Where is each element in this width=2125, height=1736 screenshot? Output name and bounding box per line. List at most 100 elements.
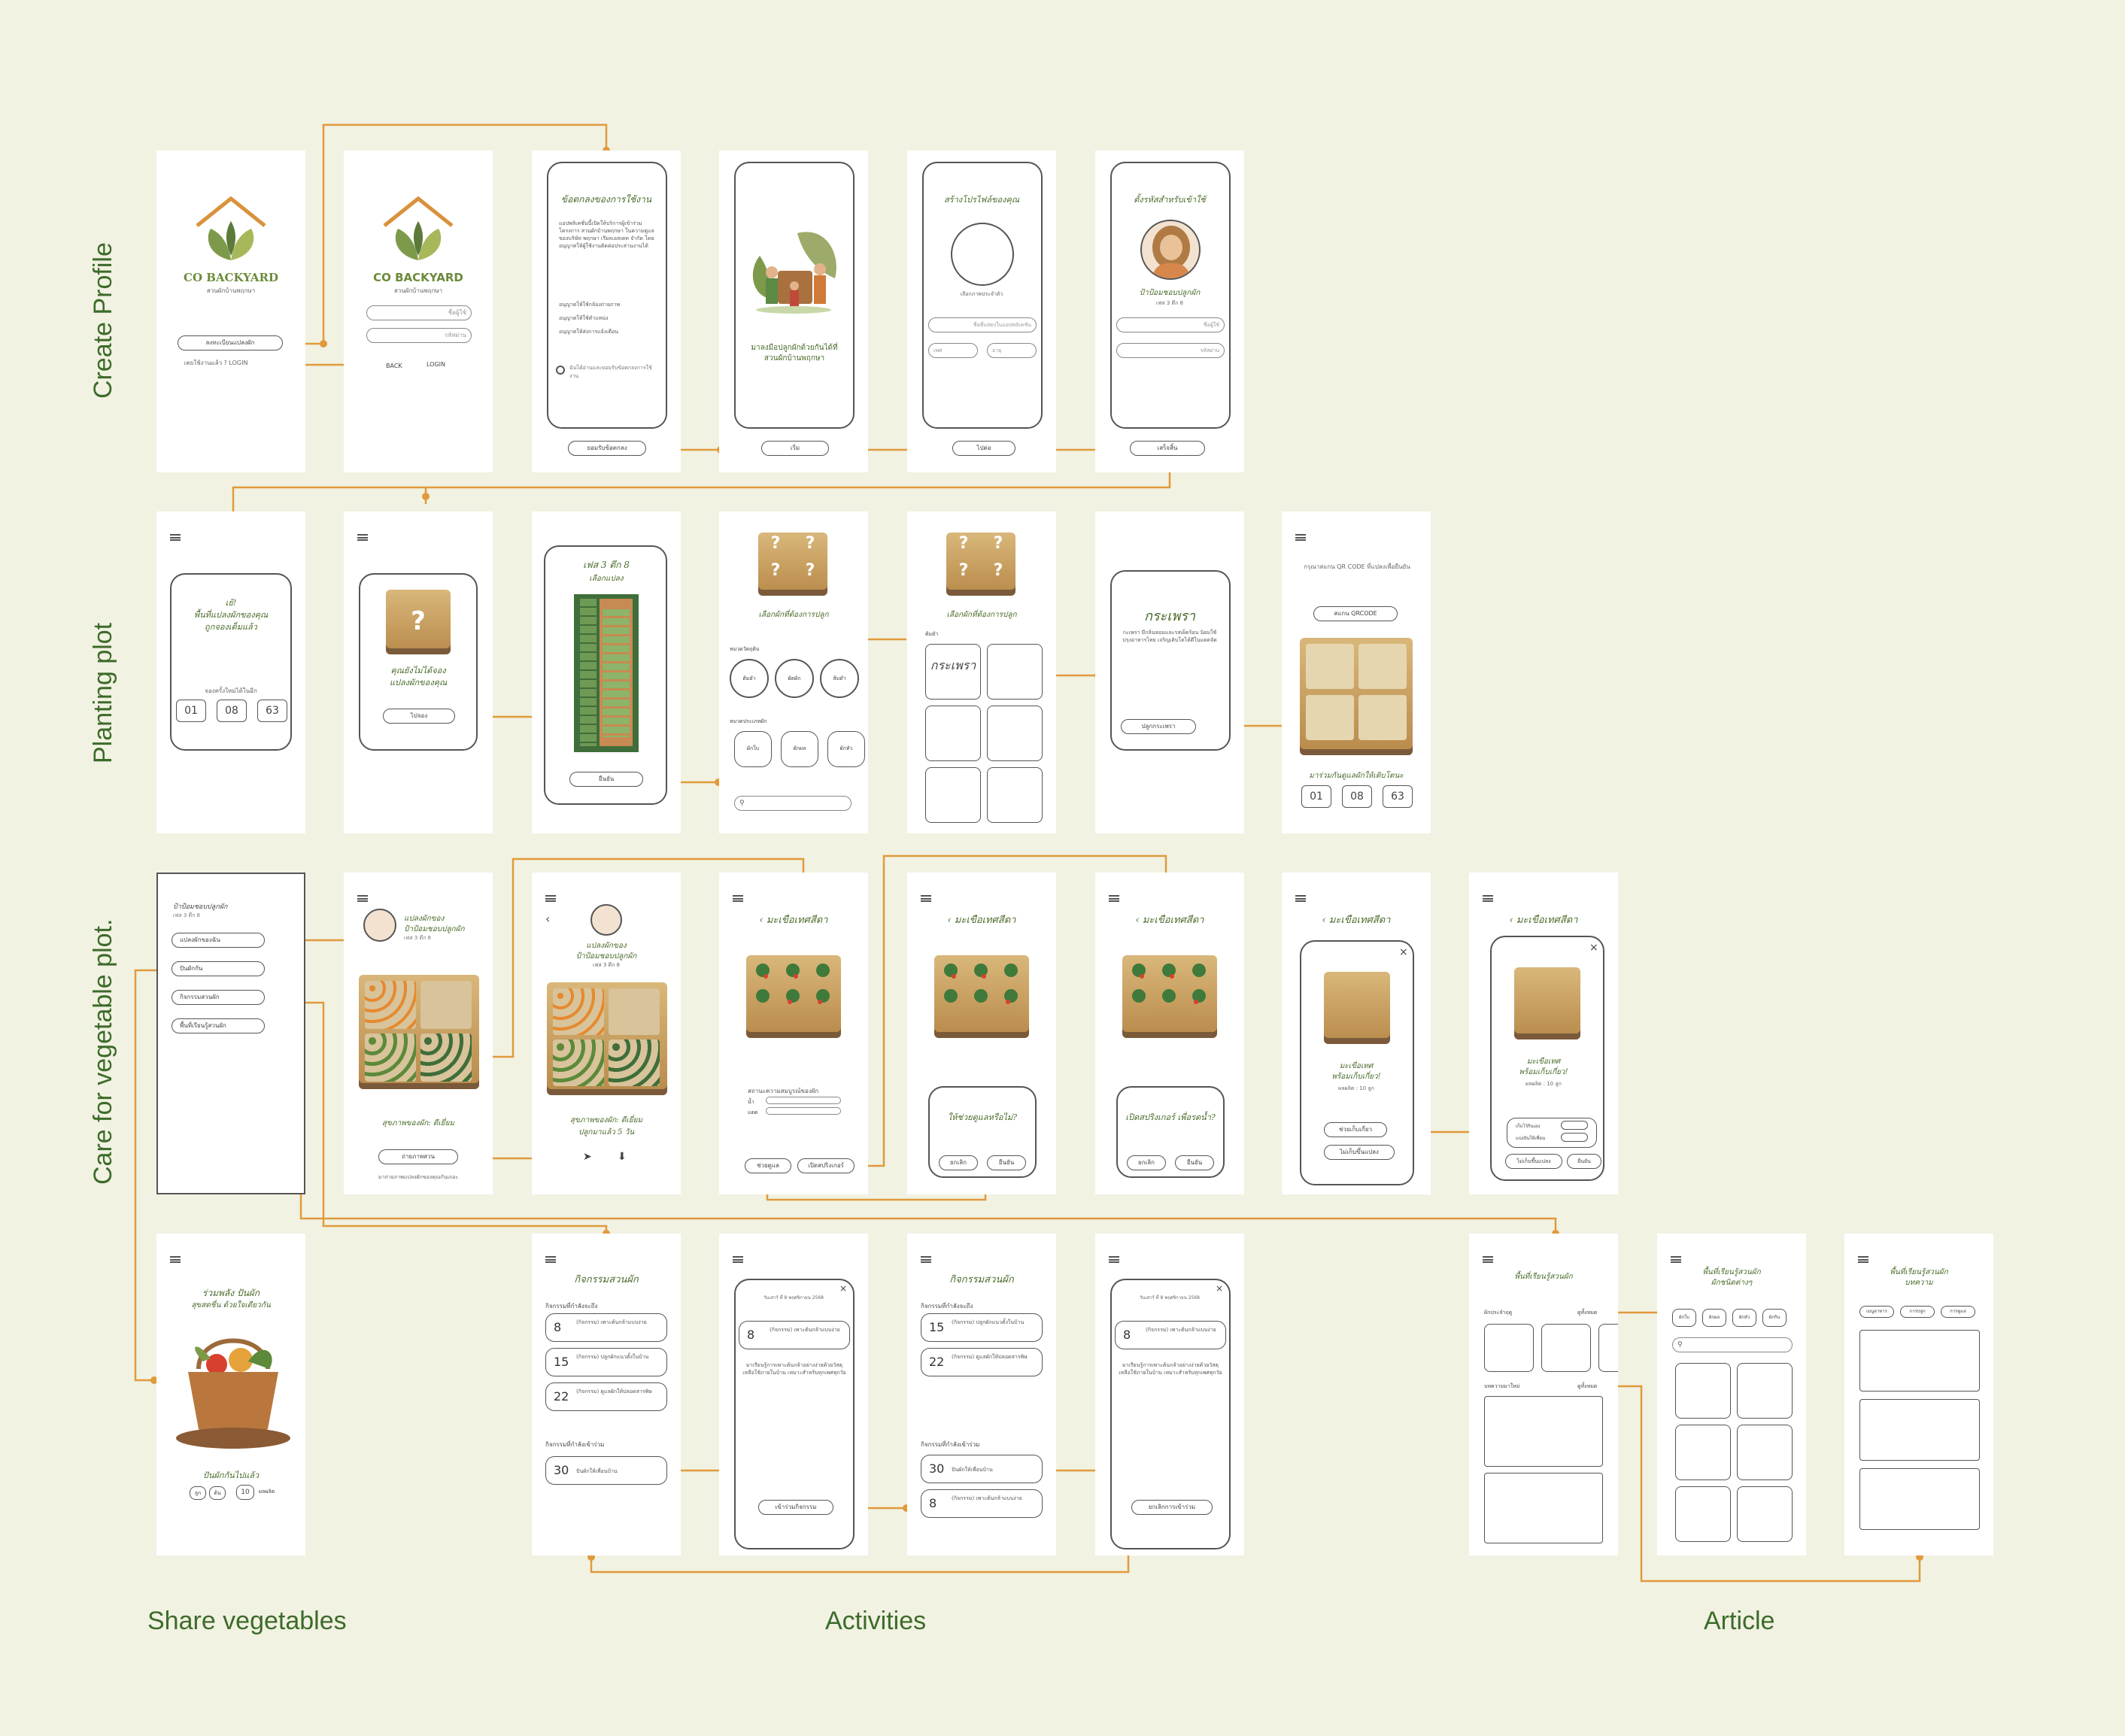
option-keep-toggle[interactable] (1561, 1121, 1588, 1130)
hamburger-menu-icon[interactable] (545, 1256, 556, 1263)
veg-option-basil[interactable]: กระเพรา (925, 644, 981, 700)
gender-field[interactable]: เพศ (928, 343, 978, 358)
back-chevron-icon[interactable]: ‹ (1135, 915, 1143, 926)
hamburger-menu-icon[interactable] (1295, 895, 1306, 902)
joined-activity-item[interactable]: 8(กิจกรรม) เพาะต้นกล้าแบบง่าย (921, 1489, 1043, 1518)
display-name-field[interactable]: ชื่อที่แสดงในแอปพลิเคชัน (928, 317, 1037, 332)
type-leafy[interactable]: ผักใบ (734, 731, 772, 767)
hamburger-menu-icon[interactable] (357, 534, 368, 541)
seasonal-card[interactable] (1484, 1324, 1534, 1372)
activity-item[interactable]: 22(กิจกรรม) ดูแลผักให้ปลอดสารพิษ (921, 1348, 1043, 1376)
hamburger-menu-icon[interactable] (1483, 1256, 1493, 1263)
chip-planting[interactable]: การปลูก (1900, 1306, 1935, 1318)
search-input[interactable]: ⚲ (1672, 1337, 1793, 1352)
help-care-button[interactable]: ช่วยดูแล (745, 1158, 791, 1173)
veg-card[interactable] (1675, 1486, 1731, 1542)
password-field[interactable]: รหัสผ่าน (1116, 343, 1225, 358)
veg-card[interactable] (1737, 1486, 1793, 1542)
seasonal-see-all[interactable]: ดูทั้งหมด (1577, 1310, 1598, 1316)
veg-option[interactable] (925, 767, 981, 823)
chip-edible[interactable]: ผักกิน (1762, 1309, 1787, 1327)
hamburger-menu-icon[interactable] (733, 1256, 743, 1263)
back-chevron-icon[interactable]: ‹ (1322, 915, 1329, 926)
article-card[interactable] (1484, 1396, 1603, 1467)
close-icon[interactable]: × (1399, 946, 1408, 958)
accept-checkbox[interactable] (556, 366, 565, 375)
confirm-button[interactable]: ยืนยัน (1175, 1155, 1214, 1170)
hamburger-menu-icon[interactable] (921, 895, 931, 902)
hamburger-menu-icon[interactable] (1109, 895, 1119, 902)
hamburger-menu-icon[interactable] (357, 895, 368, 902)
back-chevron-icon[interactable]: ‹ (947, 915, 955, 926)
activity-item[interactable]: 8(กิจกรรม) เพาะต้นกล้าแบบง่าย (545, 1313, 667, 1342)
seasonal-card[interactable] (1598, 1324, 1618, 1372)
share-icon[interactable]: ➤ (583, 1151, 592, 1163)
veg-card[interactable] (1737, 1425, 1793, 1480)
go-book-button[interactable]: ไปจอง (383, 709, 455, 724)
confirm-button[interactable]: ยืนยัน (987, 1155, 1026, 1170)
hamburger-menu-icon[interactable] (1671, 1256, 1681, 1263)
veg-option[interactable] (987, 706, 1043, 761)
chip-menu[interactable]: เมนูอาหาร (1859, 1306, 1894, 1318)
hamburger-menu-icon[interactable] (1295, 534, 1306, 541)
password-field[interactable]: รหัสผ่าน (366, 328, 472, 343)
article-card[interactable] (1859, 1330, 1980, 1392)
username-field[interactable]: ชื่อผู้ใช้ (366, 305, 472, 320)
article-card[interactable] (1859, 1468, 1980, 1530)
take-photo-button[interactable]: ถ่ายภาพสวน (378, 1149, 458, 1164)
category-stirfry[interactable]: ผัดผัก (775, 659, 814, 698)
hamburger-menu-icon[interactable] (170, 534, 181, 541)
plot-image[interactable] (359, 975, 479, 1089)
hamburger-menu-icon[interactable] (1858, 1256, 1868, 1263)
category-tomyum[interactable]: ต้มยำ (730, 659, 769, 698)
search-input[interactable]: ⚲ (734, 796, 852, 811)
back-button[interactable]: BACK (386, 363, 402, 369)
skip-harvest-button[interactable]: ไม่เก็บขึ้นแปลง (1324, 1145, 1395, 1160)
login-link[interactable]: เคยใช้งานแล้ว ? LOGIN (184, 360, 248, 366)
cancel-join-button[interactable]: ยกเลิกการเข้าร่วม (1131, 1500, 1213, 1515)
veg-option[interactable] (987, 644, 1043, 700)
activity-item[interactable]: 15(กิจกรรม) ปลูกผักแนวตั้งในบ้าน (545, 1348, 667, 1376)
chip-care[interactable]: การดูแล (1941, 1306, 1975, 1318)
cancel-button[interactable]: ยกเลิก (939, 1155, 978, 1170)
type-fruit[interactable]: ผักผล (781, 731, 818, 767)
register-button[interactable]: ลงทะเบียนแปลงผัก (178, 335, 283, 351)
close-icon[interactable]: × (1216, 1283, 1224, 1294)
menu-item-learning[interactable]: พื้นที่เรียนรู้สวนผัก (172, 1018, 265, 1033)
activity-item[interactable]: 22(กิจกรรม) ดูแลผักให้ปลอดสารพิษ (545, 1382, 667, 1411)
next-button[interactable]: ไปต่อ (952, 441, 1015, 456)
accept-terms-button[interactable]: ยอมรับข้อตกลง (568, 441, 646, 456)
articles-see-all[interactable]: ดูทั้งหมด (1577, 1383, 1598, 1389)
close-icon[interactable]: × (1589, 942, 1598, 954)
activity-item[interactable]: 15(กิจกรรม) ปลูกผักแนวตั้งในบ้าน (921, 1313, 1043, 1342)
age-field[interactable]: อายุ (987, 343, 1037, 358)
veg-option[interactable] (987, 767, 1043, 823)
scan-qr-button[interactable]: สแกน QRCODE (1313, 606, 1398, 621)
back-chevron-icon[interactable]: ‹ (1509, 915, 1516, 926)
veg-card[interactable] (1675, 1363, 1731, 1419)
category-somtam[interactable]: ส้มตำ (820, 659, 859, 698)
sprinkler-button[interactable]: เปิดสปริงเกอร์ (797, 1158, 855, 1173)
back-chevron-icon[interactable]: ‹ (759, 915, 767, 926)
confirm-button[interactable]: ยืนยัน (1567, 1154, 1601, 1169)
plant-basil-button[interactable]: ปลูกกระเพรา (1121, 719, 1196, 734)
join-activity-button[interactable]: เข้าร่วมกิจกรรม (758, 1500, 833, 1515)
start-button[interactable]: เริ่ม (761, 441, 829, 456)
chip-leafy[interactable]: ผักใบ (1672, 1309, 1696, 1327)
chip-fruit[interactable]: ผักผล (1702, 1309, 1726, 1327)
plot-map[interactable] (574, 594, 639, 752)
chip-root[interactable]: ผักหัว (1732, 1309, 1756, 1327)
hamburger-menu-icon[interactable] (1109, 1256, 1119, 1263)
login-button[interactable]: LOGIN (427, 361, 446, 368)
close-icon[interactable]: × (839, 1283, 848, 1294)
hamburger-menu-icon[interactable] (733, 895, 743, 902)
confirm-plot-button[interactable]: ยืนยัน (569, 772, 643, 787)
veg-card[interactable] (1737, 1363, 1793, 1419)
hamburger-menu-icon[interactable] (1483, 895, 1493, 902)
skip-harvest-button[interactable]: ไม่เก็บขึ้นแปลง (1505, 1154, 1562, 1169)
hamburger-menu-icon[interactable] (170, 1256, 181, 1263)
veg-card[interactable] (1675, 1425, 1731, 1480)
finish-button[interactable]: เสร็จสิ้น (1130, 441, 1205, 456)
